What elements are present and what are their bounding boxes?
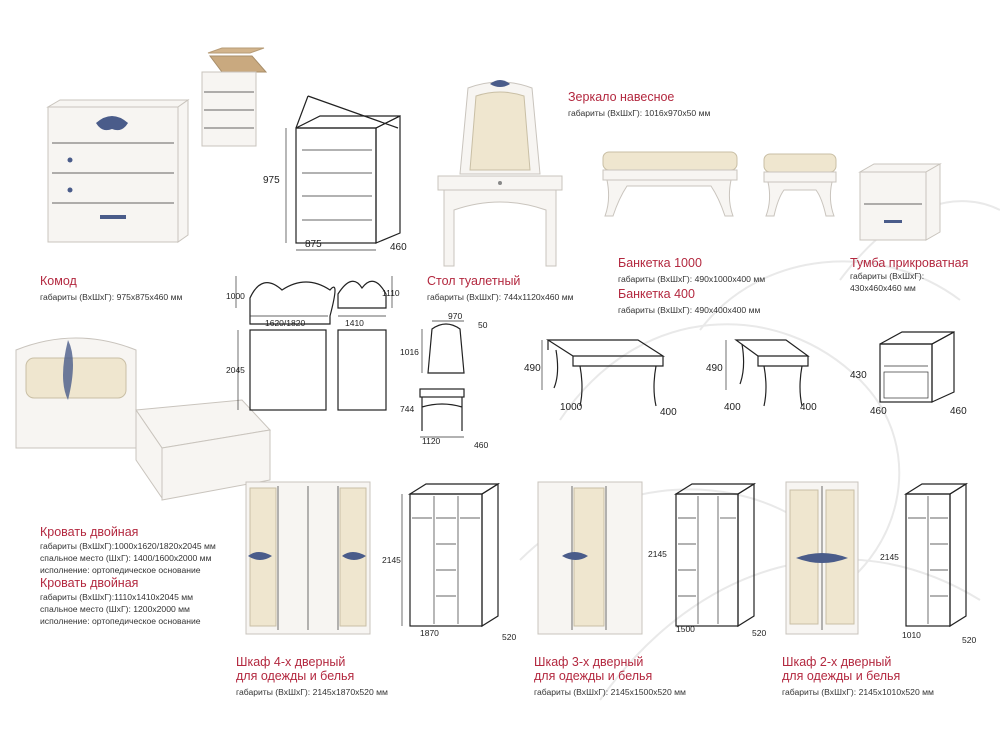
bench-400-schematic bbox=[725, 339, 810, 407]
wardrobe-4-depth-dim: 520 bbox=[502, 632, 517, 642]
komod-width-dim: 875 bbox=[305, 239, 322, 250]
wardrobe-2-depth-dim: 520 bbox=[962, 635, 977, 645]
bed-width-1-dim: 1620/1820 bbox=[265, 318, 306, 328]
bench-400-photo bbox=[763, 153, 837, 217]
bench-1000-width-dim: 1000 bbox=[560, 402, 583, 413]
komod-schematic bbox=[285, 95, 401, 251]
wardrobe-3-photo bbox=[537, 481, 643, 635]
bed-length-dim: 2045 bbox=[226, 365, 245, 375]
bed-1-title: Кровать двойная bbox=[40, 525, 139, 539]
wardrobe-2-schematic bbox=[903, 482, 969, 628]
bed-height-1-dim: 1000 bbox=[226, 291, 245, 301]
tumba-depth-dim: 460 bbox=[950, 406, 967, 417]
wardrobe-3-title-2: для одежды и белья bbox=[534, 669, 653, 683]
tumba-title: Тумба прикроватная bbox=[850, 256, 969, 270]
mirror-table-schematic bbox=[419, 320, 465, 438]
bench-400-width-dim: 400 bbox=[724, 402, 741, 413]
bed-height-2-dim: 1110 bbox=[382, 288, 400, 298]
wardrobe-2-title-1: Шкаф 2-х дверный bbox=[782, 655, 892, 669]
bed-photo bbox=[15, 337, 272, 501]
tumba-height-dim: 430 bbox=[850, 370, 867, 381]
wardrobe-2-photo bbox=[785, 481, 859, 635]
mirror-height-dim: 1016 bbox=[400, 347, 419, 357]
wardrobe-4-width-dim: 1870 bbox=[420, 628, 439, 638]
bench-1000-spec: габариты (ВхШхГ): 490х1000х400 мм bbox=[618, 274, 766, 284]
komod-depth-dim: 460 bbox=[390, 242, 407, 253]
bed-2-title: Кровать двойная bbox=[40, 576, 139, 590]
table-height-dim: 744 bbox=[400, 404, 415, 414]
wardrobe-2-height-dim: 2145 bbox=[880, 552, 899, 562]
bed-1-spec-1: габариты (ВхШхГ):1000х1620/1820х2045 мм bbox=[40, 541, 216, 551]
table-spec: габариты (ВхШхГ): 744х1120х460 мм bbox=[427, 292, 574, 302]
bench-400-title: Банкетка 400 bbox=[618, 287, 695, 301]
bed-2-spec-1: габариты (ВхШхГ):1110х1410х2045 мм bbox=[40, 592, 194, 602]
tumba-spec-1: габариты (ВхШхГ): bbox=[850, 271, 925, 281]
vanity-table-photo bbox=[437, 80, 563, 267]
komod-spec: габариты (ВхШхГ): 975х875х460 мм bbox=[40, 292, 183, 302]
komod-title: Комод bbox=[40, 274, 77, 288]
bed-2-spec-3: исполнение: ортопедическое основание bbox=[40, 616, 201, 626]
wardrobe-4-photo bbox=[245, 481, 371, 635]
wardrobe-2-spec: габариты (ВхШхГ): 2145х1010х520 мм bbox=[782, 687, 934, 697]
table-depth-dim: 460 bbox=[474, 440, 489, 450]
wardrobe-2-width-dim: 1010 bbox=[902, 630, 921, 640]
bed-1-spec-3: исполнение: ортопедическое основание bbox=[40, 565, 201, 575]
wardrobe-3-title-1: Шкаф 3-х дверный bbox=[534, 655, 644, 669]
bench-1000-photo bbox=[602, 151, 738, 217]
wardrobe-4-title-1: Шкаф 4-х дверный bbox=[236, 655, 346, 669]
wardrobe-4-schematic bbox=[401, 482, 501, 628]
bench-1000-depth-dim: 400 bbox=[660, 407, 677, 418]
bench-400-depth-dim: 400 bbox=[800, 402, 817, 413]
bed-1-spec-2: спальное место (ШхГ): 1400/1600х2000 мм bbox=[40, 553, 212, 563]
bench-1000-title: Банкетка 1000 bbox=[618, 256, 702, 270]
komod-open-photo bbox=[201, 47, 268, 147]
bed-width-2-dim: 1410 bbox=[345, 318, 364, 328]
bench-1000-height-dim: 490 bbox=[524, 363, 541, 374]
wardrobe-3-height-dim: 2145 bbox=[648, 549, 667, 559]
bed-2-spec-2: спальное место (ШхГ): 1200х2000 мм bbox=[40, 604, 190, 614]
bench-400-spec: габариты (ВхШхГ): 490х400х400 мм bbox=[618, 305, 761, 315]
tumba-spec-2: 430х460х460 мм bbox=[850, 283, 916, 293]
mirror-spec: габариты (ВхШхГ): 1016х970х50 мм bbox=[568, 108, 711, 118]
wardrobe-4-spec: габариты (ВхШхГ): 2145х1870х520 мм bbox=[236, 687, 388, 697]
bench-400-height-dim: 490 bbox=[706, 363, 723, 374]
komod-photo bbox=[46, 99, 190, 243]
bench-1000-schematic bbox=[541, 339, 666, 407]
wardrobe-3-width-dim: 1500 bbox=[676, 624, 695, 634]
table-title: Стол туалетный bbox=[427, 274, 521, 288]
wardrobe-3-depth-dim: 520 bbox=[752, 628, 767, 638]
wardrobe-3-spec: габариты (ВхШхГ): 2145х1500х520 мм bbox=[534, 687, 686, 697]
bed-schematic bbox=[235, 276, 393, 411]
mirror-depth-dim: 50 bbox=[478, 320, 488, 330]
komod-height-dim: 975 bbox=[263, 175, 280, 186]
wardrobe-3-schematic bbox=[673, 482, 757, 628]
wardrobe-4-title-2: для одежды и белья bbox=[236, 669, 355, 683]
tumba-width-dim: 460 bbox=[870, 406, 887, 417]
tumba-schematic bbox=[879, 330, 955, 403]
table-width-dim: 1120 bbox=[422, 436, 441, 446]
tumba-photo bbox=[858, 163, 942, 241]
mirror-title: Зеркало навесное bbox=[568, 90, 675, 104]
wardrobe-4-height-dim: 2145 bbox=[382, 555, 401, 565]
wardrobe-2-title-2: для одежды и белья bbox=[782, 669, 901, 683]
mirror-width-dim: 970 bbox=[448, 311, 463, 321]
